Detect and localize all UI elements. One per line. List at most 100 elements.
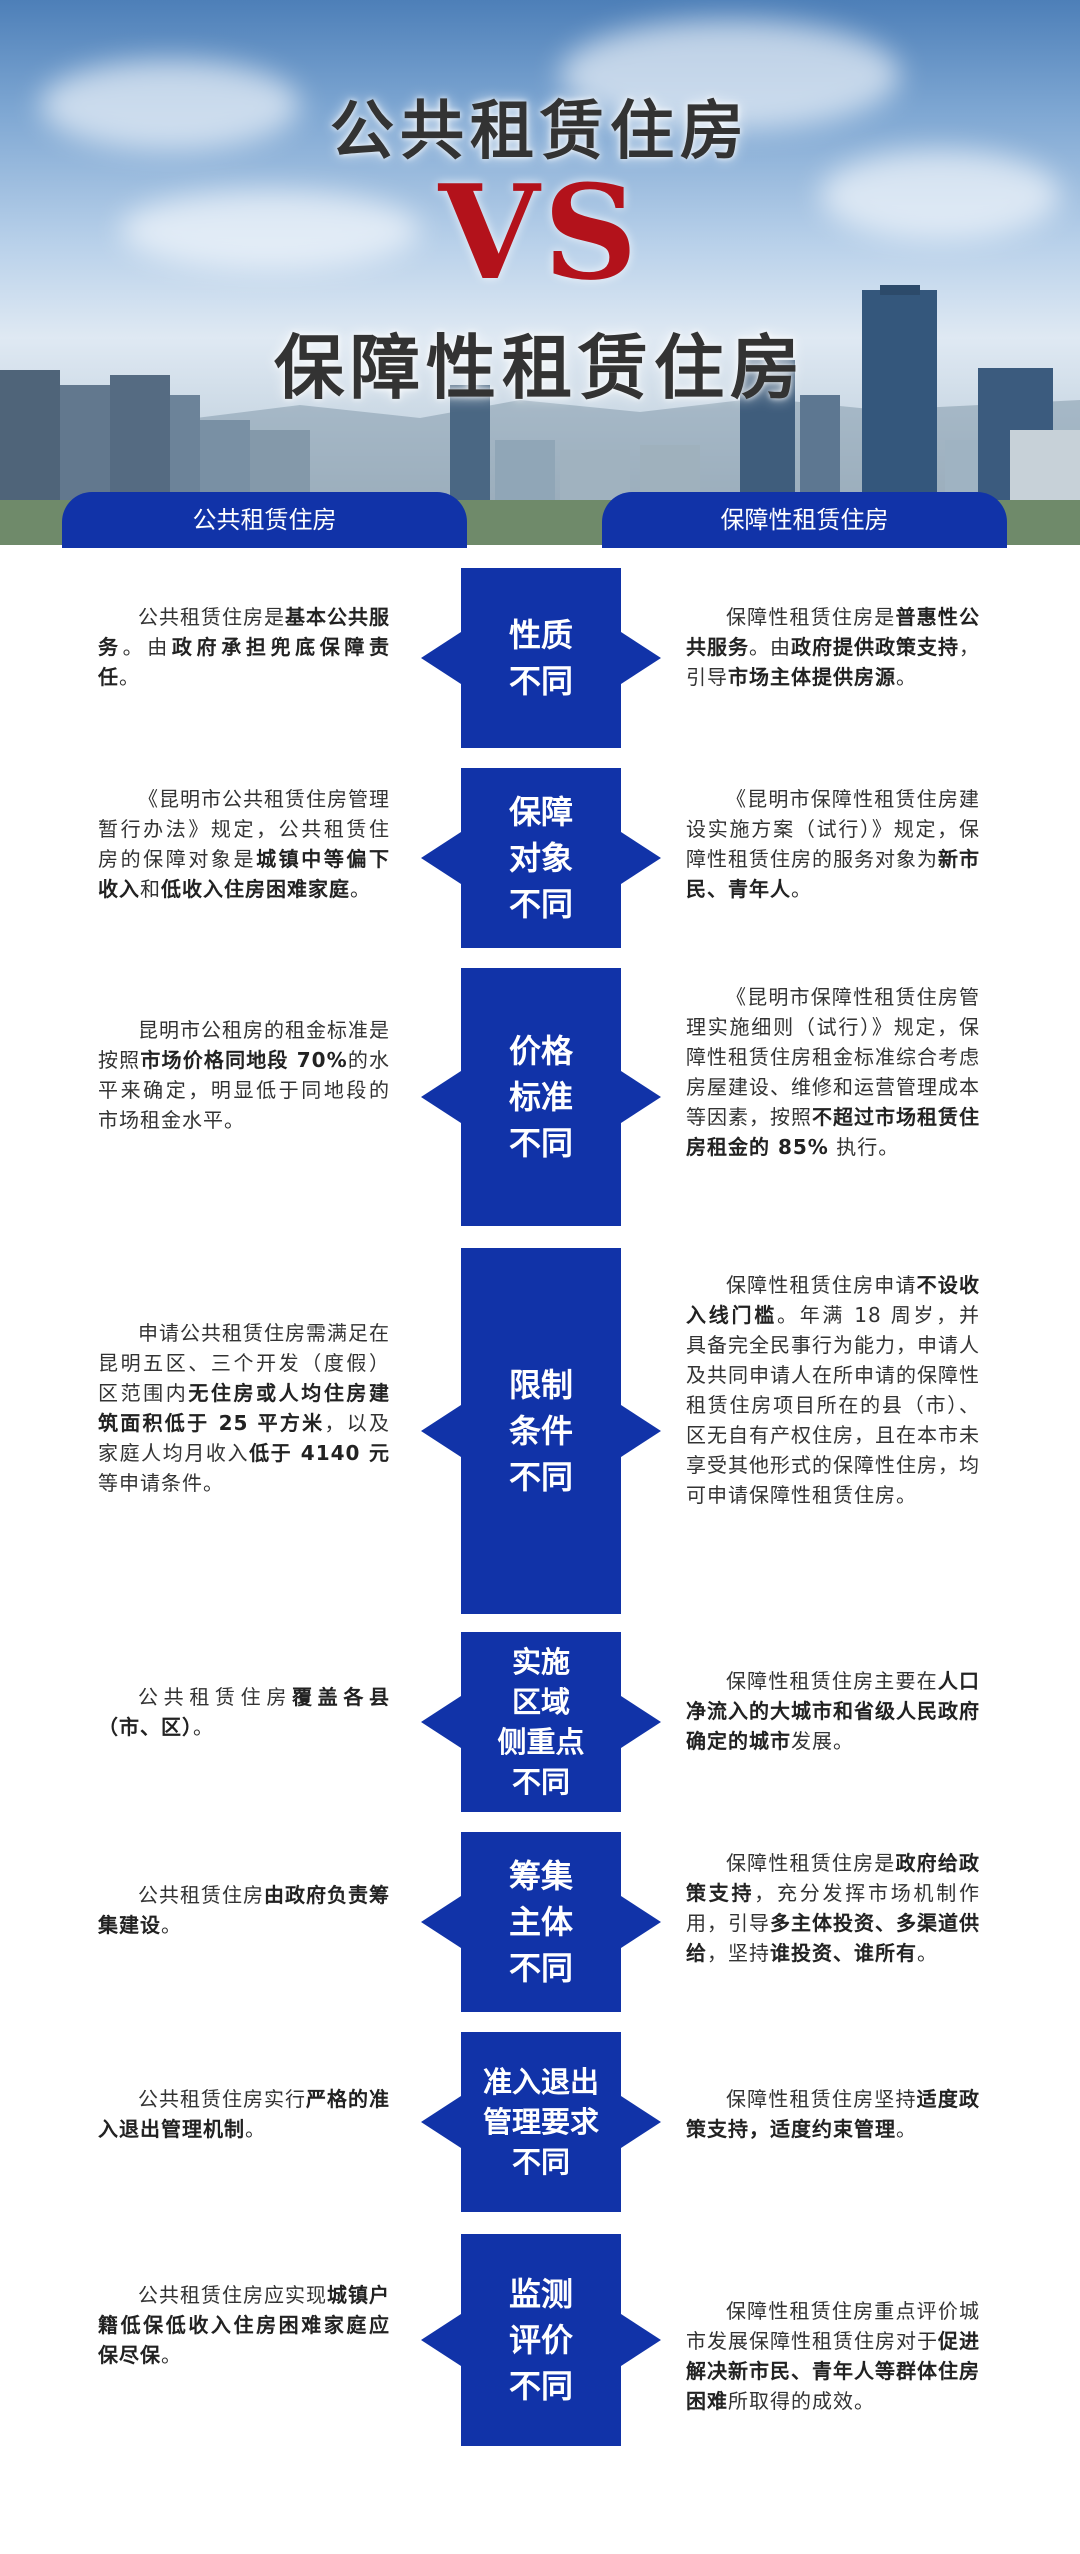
body-text: 。 [119,665,140,689]
body-text: ，以及家庭人均月收入 [98,1411,390,1465]
body-text: 。 [791,877,812,901]
comparison-category: 限制条件不同 [421,1248,661,1614]
body-text: 。 [161,2343,182,2367]
body-text: 昆明市公租房的租金标准是按照 [98,1018,390,1072]
arrow-left-icon [421,632,461,684]
body-text: 。 [917,1941,938,1965]
emphasis-text: 政府给政策支持 [686,1851,981,1905]
category-box [461,1832,621,2012]
tab-public-rental: 公共租赁住房 [62,492,467,548]
arrow-left-icon [421,832,461,884]
body-text: 。 [161,1913,182,1937]
public-rental-description: 公共租赁住房由政府负责筹集建设。 [98,1880,390,1940]
category-label-line: 区域 [511,1685,570,1719]
public-rental-description: 昆明市公租房的租金标准是按照市场价格同地段 70%的水平来确定，明显低于同地段的… [98,1015,390,1135]
title-public-rental: 公共租赁住房 [330,94,750,169]
affordable-rental-description: 保障性租赁住房主要在人口净流入的大城市和省级人民政府确定的城市发展。 [686,1666,980,1756]
comparison-category: 实施区域侧重点不同 [421,1632,661,1812]
public-rental-description: 公共租赁住房应实现城镇户籍低保低收入住房困难家庭应保尽保。 [98,2280,390,2370]
body-text: 保障性租赁住房申请 [726,1273,917,1297]
category-label-line: 不同 [508,1124,573,1162]
emphasis-text: 多主体投资、多渠道供给 [686,1911,980,1965]
category-label-line: 筹集 [508,1857,573,1895]
tab-affordable-rental: 保障性租赁住房 [602,492,1007,548]
body-text: 公共租赁住房是 [138,605,285,629]
category-label-line: 不同 [508,2367,573,2405]
category-label: 监测评价不同 [461,2234,621,2446]
category-label-line: 准入退出 [482,2065,599,2099]
category-label: 性质不同 [461,568,621,748]
body-text: 。 [245,2117,266,2141]
body-text: 保障性租赁住房重点评价城市发展保障性租赁住房对于 [686,2299,980,2353]
arrow-right-icon [621,632,661,684]
category-label: 实施区域侧重点不同 [461,1632,621,1812]
body-text: 公共租赁住房 [138,1883,264,1907]
category-label-line: 不同 [511,2145,570,2179]
body-text: 保障性租赁住房是 [726,605,896,629]
public-rental-description: 公共租赁住房实行严格的准入退出管理机制。 [98,2084,390,2144]
arrow-left-icon [421,1696,461,1748]
comparison-category: 保障对象不同 [421,768,661,948]
body-text: 保障性租赁住房是 [726,1851,896,1875]
body-text: 申请公共租赁住房需满足在昆明五区、三个开发（度假）区范围内 [98,1321,390,1405]
category-label: 准入退出管理要求不同 [461,2032,621,2212]
arrow-right-icon [621,1896,661,1948]
category-label-line: 保障 [508,793,573,831]
category-box [461,568,621,748]
body-text: ，坚持 [707,1941,770,1965]
body-text: ，充分发挥市场机制作用，引导 [686,1881,980,1935]
emphasis-text: 政府提供政策支持 [791,635,959,659]
category-label-line: 侧重点 [497,1725,585,1759]
emphasis-text: 普惠性公共服务 [686,605,981,659]
emphasis-text: 由政府负责筹集建设 [98,1883,390,1937]
emphasis-text: 促进解决新市民、青年人等群体住房困难 [686,2329,980,2413]
arrow-left-icon [421,2096,461,2148]
category-label-lines: 筹集主体不同 [509,1853,573,1991]
emphasis-text: 适度政策支持，适度约束管理 [686,2087,981,2141]
arrow-right-icon [621,2096,661,2148]
category-label-line: 对象 [508,839,573,877]
affordable-rental-description: 保障性租赁住房是普惠性公共服务。由政府提供政策支持，引导市场主体提供房源。 [686,602,980,692]
category-label-lines: 价格标准不同 [509,1028,573,1166]
body-text: 公共租赁住房 [138,1685,292,1709]
body-text: 。 [896,665,917,689]
arrow-right-icon [621,832,661,884]
comparison-category: 监测评价不同 [421,2234,661,2446]
arrow-right-icon [621,1405,661,1457]
category-box [461,1248,621,1614]
comparison-category: 价格标准不同 [421,968,661,1226]
category-label-line: 管理要求 [482,2105,599,2139]
category-label-lines: 准入退出管理要求不同 [483,2062,599,2182]
affordable-rental-description: 《昆明市保障性租赁住房管理实施细则（试行）》规定，保障性租赁住房租金标准综合考虑… [686,982,980,1162]
category-label-lines: 限制条件不同 [509,1362,573,1500]
comparison-category: 准入退出管理要求不同 [421,2032,661,2212]
category-label: 限制条件不同 [461,1248,621,1614]
category-box [461,968,621,1226]
emphasis-text: 政府承担兜底保障责任 [98,635,391,689]
category-label-line: 性质 [508,616,573,654]
comparison-category: 性质不同 [421,568,661,748]
arrow-left-icon [421,2314,461,2366]
body-text: 《昆明市公共租赁住房管理暂行办法》规定，公共租赁住房的保障对象是 [98,787,390,871]
emphasis-text: 人口净流入的大城市和省级人民政府确定的城市 [686,1669,981,1753]
affordable-rental-description: 《昆明市保障性租赁住房建设实施方案（试行）》规定，保障性租赁住房的服务对象为新市… [686,784,980,904]
emphasis-text: 无住房或人均住房建筑面积低于 25 平方米 [98,1381,391,1435]
public-rental-description: 申请公共租赁住房需满足在昆明五区、三个开发（度假）区范围内无住房或人均住房建筑面… [98,1318,390,1498]
affordable-rental-description: 保障性租赁住房是政府给政策支持，充分发挥市场机制作用，引导多主体投资、多渠道供给… [686,1848,980,1968]
category-label-line: 条件 [508,1412,573,1450]
arrow-left-icon [421,1896,461,1948]
emphasis-text: 基本公共服务 [98,605,390,659]
category-label-line: 监测 [508,2275,573,2313]
body-text: 。由 [122,635,172,659]
category-label-line: 主体 [508,1903,573,1941]
body-text: 《昆明市保障性租赁住房建设实施方案（试行）》规定，保障性租赁住房的服务对象为 [686,787,980,871]
public-rental-description: 《昆明市公共租赁住房管理暂行办法》规定，公共租赁住房的保障对象是城镇中等偏下收入… [98,784,390,904]
arrow-right-icon [621,1696,661,1748]
body-text: 发展。 [791,1729,854,1753]
body-text: 的水平来确定，明显低于同地段的市场租金水平。 [98,1048,390,1132]
body-text: ，引导 [686,635,980,689]
category-label-line: 不同 [508,1949,573,1987]
emphasis-text: 市场价格同地段 70% [140,1048,348,1072]
category-label: 价格标准不同 [461,968,621,1226]
arrow-right-icon [621,2314,661,2366]
